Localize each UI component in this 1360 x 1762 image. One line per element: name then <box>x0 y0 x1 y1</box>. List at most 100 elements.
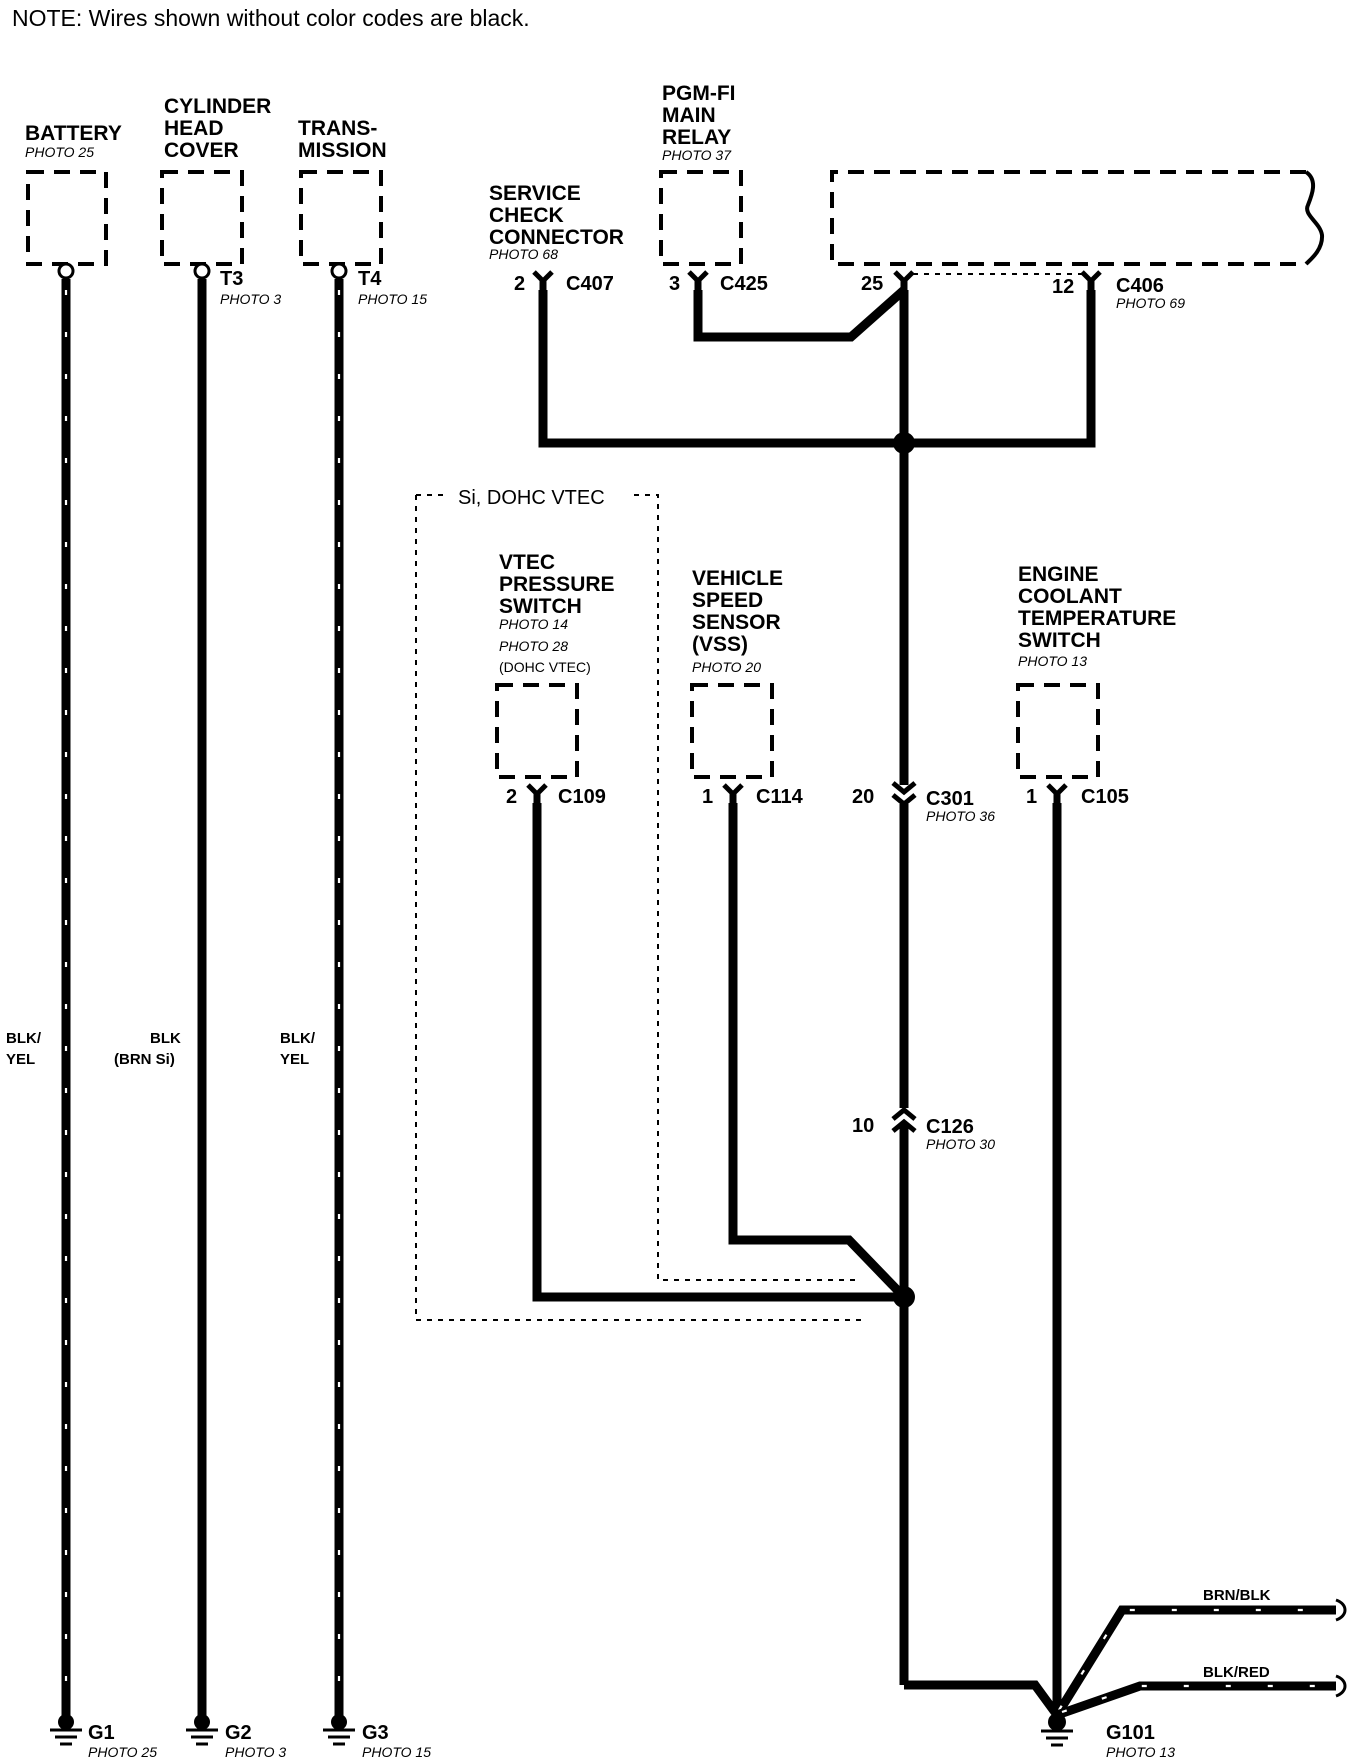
c406-pin12-symbol <box>1080 270 1102 290</box>
c425-label: C425 <box>720 273 768 295</box>
c407-connector-symbol <box>532 270 554 290</box>
brn-blk-wire <box>1053 1605 1336 1718</box>
c126-connector-symbol <box>891 1106 917 1133</box>
vss-label-4: (VSS) <box>692 633 748 656</box>
vtec-ground-wire <box>532 803 904 1302</box>
brn-blk-wire-stripe <box>1058 1608 1336 1711</box>
c425-pin: 3 <box>669 273 680 295</box>
t4-label: T4 <box>358 268 382 290</box>
transmission-label-1: TRANS- <box>298 117 377 140</box>
vtec-photo-2: PHOTO 28 <box>499 638 568 654</box>
cylinder-head-wire-color-2: (BRN Si) <box>114 1051 175 1068</box>
blk-red-wire-color: BLK/RED <box>1203 1664 1270 1681</box>
cylinder-head-box <box>160 170 244 266</box>
blk-red-wire <box>1055 1681 1336 1720</box>
relay-label-3: RELAY <box>662 126 731 149</box>
vss-label-1: VEHICLE <box>692 567 783 590</box>
battery-box <box>26 170 108 266</box>
g3-label: G3 <box>362 1722 389 1744</box>
service-check-label-2: CHECK <box>489 204 564 227</box>
g101-ground-symbol <box>1041 1713 1073 1747</box>
trunk-to-g101-wire <box>904 1680 1061 1718</box>
c406-label: C406 <box>1116 275 1164 297</box>
cylinder-head-cover-component: CYLINDER HEAD COVER <box>160 95 271 266</box>
vss-label-3: SENSOR <box>692 611 781 634</box>
g2-photo: PHOTO 3 <box>225 1744 286 1760</box>
g3-ground-symbol <box>323 1714 355 1746</box>
c406-pin25-symbol <box>893 270 915 290</box>
t3-label: T3 <box>220 268 243 290</box>
g101-photo: PHOTO 13 <box>1106 1744 1175 1760</box>
service-check-label-1: SERVICE <box>489 182 581 205</box>
vss-box <box>690 683 774 779</box>
g3-photo: PHOTO 15 <box>362 1744 431 1760</box>
large-component-outline <box>830 170 1325 266</box>
battery-photo: PHOTO 25 <box>25 144 94 160</box>
c109-connector-symbol <box>526 783 548 803</box>
c126-label: C126 <box>926 1116 974 1138</box>
transmission-label-2: MISSION <box>298 139 387 162</box>
vehicle-speed-sensor-component: VEHICLE SPEED SENSOR (VSS) PHOTO 20 <box>690 567 783 779</box>
vtec-pressure-switch-component: VTEC PRESSURE SWITCH PHOTO 14 PHOTO 28 (… <box>495 551 615 779</box>
transmission-wire-color-1: BLK/ <box>280 1030 316 1047</box>
blk-red-wire-break <box>1335 1674 1347 1698</box>
c114-label: C114 <box>756 786 804 808</box>
battery-wire-color-1: BLK/ <box>6 1030 42 1047</box>
c105-connector-symbol <box>1046 783 1068 803</box>
t3-photo: PHOTO 3 <box>220 291 281 307</box>
vtec-photo: PHOTO 14 <box>499 616 568 632</box>
vtec-label-2: PRESSURE <box>499 573 615 596</box>
note-text: NOTE: Wires shown without color codes ar… <box>12 5 530 31</box>
si-dohc-vtec-option-box <box>415 494 866 1321</box>
cylinder-head-wire-color-1: BLK <box>150 1030 181 1047</box>
cylinder-head-label-2: HEAD <box>164 117 224 140</box>
t3-ring-terminal <box>193 262 211 280</box>
c301-label: C301 <box>926 788 974 810</box>
c406-photo: PHOTO 69 <box>1116 295 1185 311</box>
service-check-label-3: CONNECTOR <box>489 226 624 249</box>
service-check-connector-component: SERVICE CHECK CONNECTOR PHOTO 68 <box>489 182 624 262</box>
vtec-label-1: VTEC <box>499 551 555 574</box>
engine-coolant-temp-switch-component: ENGINE COOLANT TEMPERATURE SWITCH PHOTO … <box>1016 563 1176 779</box>
c114-pin: 1 <box>702 786 713 808</box>
vtec-photo-2-note: (DOHC VTEC) <box>499 659 591 675</box>
c406-pin-12: 12 <box>1052 276 1074 298</box>
t4-ring-terminal <box>330 262 348 280</box>
vss-photo: PHOTO 20 <box>692 659 761 675</box>
t4-photo: PHOTO 15 <box>358 291 427 307</box>
ect-box <box>1016 683 1100 779</box>
relay-box <box>659 170 743 266</box>
transmission-wire-color-2: YEL <box>280 1051 309 1068</box>
relay-wire <box>693 286 907 342</box>
pgm-fi-main-relay-component: PGM-FI MAIN RELAY PHOTO 37 <box>659 82 743 266</box>
g101-label: G101 <box>1106 1722 1155 1744</box>
splice-lower <box>893 1286 915 1308</box>
c109-pin: 2 <box>506 786 517 808</box>
c301-connector-symbol <box>891 781 917 808</box>
ect-label-1: ENGINE <box>1018 563 1099 586</box>
g1-label: G1 <box>88 1722 115 1744</box>
c301-photo: PHOTO 36 <box>926 808 995 824</box>
battery-ring-terminal <box>57 262 75 280</box>
blk-red-wire-stripe <box>1061 1684 1336 1714</box>
ect-photo: PHOTO 13 <box>1018 653 1087 669</box>
vss-ground-wire <box>728 803 908 1301</box>
ect-label-4: SWITCH <box>1018 629 1101 652</box>
brn-blk-wire-color: BRN/BLK <box>1203 1587 1271 1604</box>
service-check-photo: PHOTO 68 <box>489 246 558 262</box>
g1-photo: PHOTO 25 <box>88 1744 157 1760</box>
relay-label-1: PGM-FI <box>662 82 736 105</box>
c126-photo: PHOTO 30 <box>926 1136 995 1152</box>
ect-label-3: TEMPERATURE <box>1018 607 1176 630</box>
vtec-box <box>495 683 579 779</box>
ect-label-2: COOLANT <box>1018 585 1122 608</box>
cylinder-head-label-1: CYLINDER <box>164 95 271 118</box>
transmission-component: TRANS- MISSION <box>298 117 387 266</box>
transmission-box <box>299 170 383 266</box>
brn-blk-wire-break <box>1335 1598 1347 1622</box>
c114-connector-symbol <box>722 783 744 803</box>
vss-label-2: SPEED <box>692 589 763 612</box>
c105-label: C105 <box>1081 786 1129 808</box>
c406-pin12-wire <box>904 290 1096 448</box>
splice-upper <box>893 432 915 454</box>
